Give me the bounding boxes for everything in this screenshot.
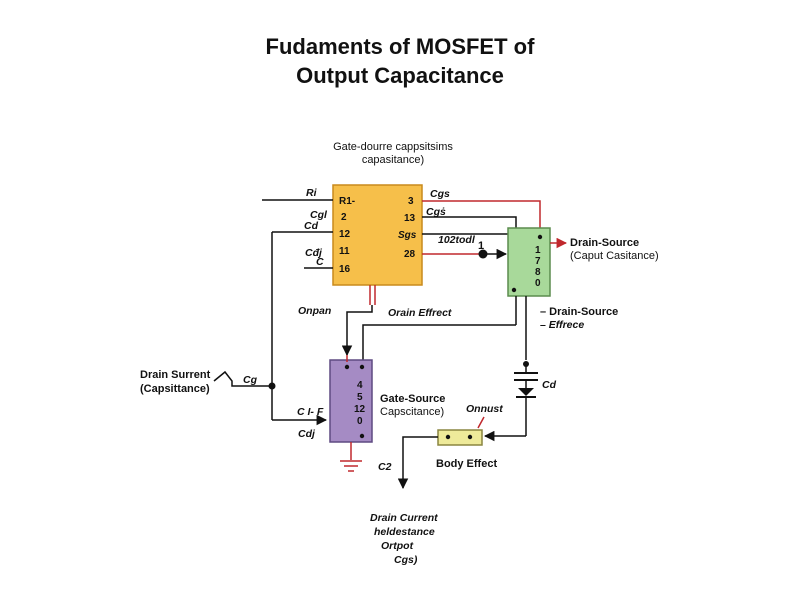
label-cd-cap: Cd [542,379,557,391]
purple-pin-3: 12 [354,404,366,415]
top-right-pin-1: 3 [408,196,414,207]
drain-source-label-1: Drain-Source [570,237,639,249]
label-102todl-num: 1 [478,240,484,252]
bottom-text-2: heldestance [374,526,435,538]
label-cdj: Cđj [305,247,323,259]
title-line-1: Fudaments of MOSFET of [265,34,535,59]
top-left-pin-4: 11 [339,246,350,257]
green-pin-4: 0 [535,278,541,289]
green-pin-2: 7 [535,256,541,267]
purple-pin-2: 5 [357,392,363,403]
label-cgs-2: Cgṡ [426,206,446,218]
label-onpan: Onpan [298,305,331,317]
purple-pin-4: 0 [357,416,363,427]
label-cgl: Cgl [310,209,328,221]
junction-dot [478,249,488,259]
label-cl-f: C I- F [297,406,324,418]
gate-source-label-2: Capscitance) [380,406,444,418]
purple-pin-1: 4 [357,380,363,391]
gate-source-label-1: Gate-Source [380,393,445,405]
body-effect-label: Body Effect [436,458,497,470]
label-cg: Cg [243,374,258,386]
body-effect-block [437,429,483,446]
label-cgs: Cgs [430,188,450,200]
label-cdj-bottom: Cdj [298,428,316,440]
top-block-caption-1: Gate-dourre cappsitsims [333,141,453,153]
top-right-pin-3: Sgs [398,230,417,241]
label-c: C [316,256,324,268]
drain-current-left-2: (Capsittance) [140,383,210,395]
drain-source-block [507,227,551,297]
drain-current-left-1: Drain Surrent [140,369,211,381]
label-cd: Cd [304,220,319,232]
green-pin-3: 8 [535,267,541,278]
label-c2: C2 [378,461,392,473]
top-left-pin-2: 2 [341,212,347,223]
top-block-caption-2: capasitance) [362,154,424,166]
diagram-title: Fudaments of MOSFET of Output Capacitanc… [0,32,800,90]
bottom-text-3: Ortpot [381,540,414,552]
top-left-pin-3: 12 [339,229,351,240]
title-line-2: Output Capacitance [296,63,504,88]
gate-source-cap-block [329,359,373,443]
label-ri: Ri [306,187,318,199]
green-pin-1: 1 [535,245,541,256]
gate-source-block [332,184,423,286]
drain-source-side-2: – Effrece [540,319,584,331]
drain-source-label-2: (Caput Casitance) [570,250,659,262]
bottom-text-1: Drain Current [370,512,438,524]
label-orain-effect: Orain Effrect [388,307,452,319]
top-left-pin-1: R1- [339,196,355,207]
label-102todl: 102todl [438,234,476,246]
bottom-text-4: Cgs) [394,554,418,566]
top-right-pin-4: 28 [404,249,416,260]
top-right-pin-2: 13 [404,213,416,224]
drain-source-side-1: – Drain-Source [540,306,618,318]
top-left-pin-5: 16 [339,264,351,275]
label-onnust: Onnust [466,403,503,415]
